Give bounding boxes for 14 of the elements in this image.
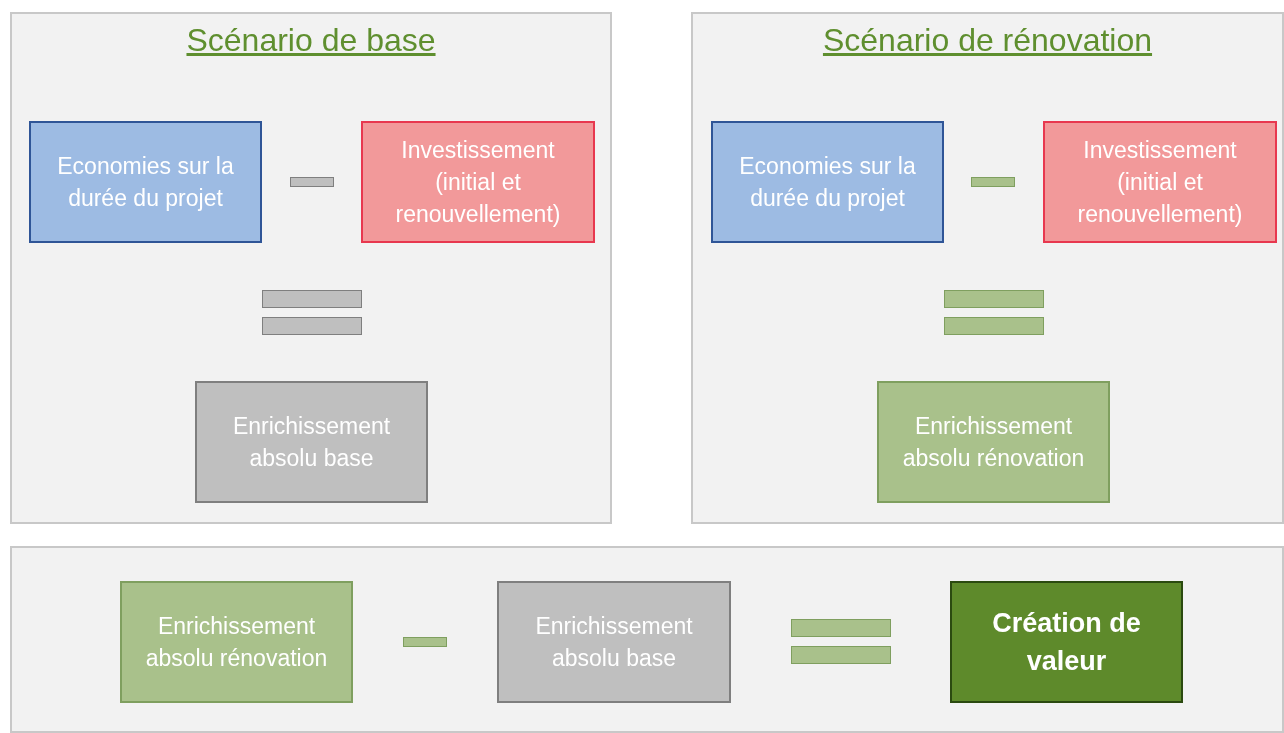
term-box: Enrichissement absolu base: [195, 381, 428, 503]
term-box: Enrichissement absolu base: [497, 581, 731, 703]
panel-background: [691, 12, 1284, 524]
panel-background: [10, 12, 612, 524]
term-box: Création de valeur: [950, 581, 1183, 703]
term-box: Economies sur la durée du projet: [711, 121, 944, 243]
term-box: Investissement (initial et renouvellement): [361, 121, 595, 243]
panel-title: Scénario de rénovation: [821, 22, 1154, 59]
term-box: Economies sur la durée du projet: [29, 121, 262, 243]
term-box: Investissement (initial et renouvellement): [1043, 121, 1277, 243]
panel-title: Scénario de base: [185, 22, 437, 59]
panel-background: [10, 546, 1284, 733]
term-box: Enrichissement absolu rénovation: [877, 381, 1110, 503]
term-box: Enrichissement absolu rénovation: [120, 581, 353, 703]
